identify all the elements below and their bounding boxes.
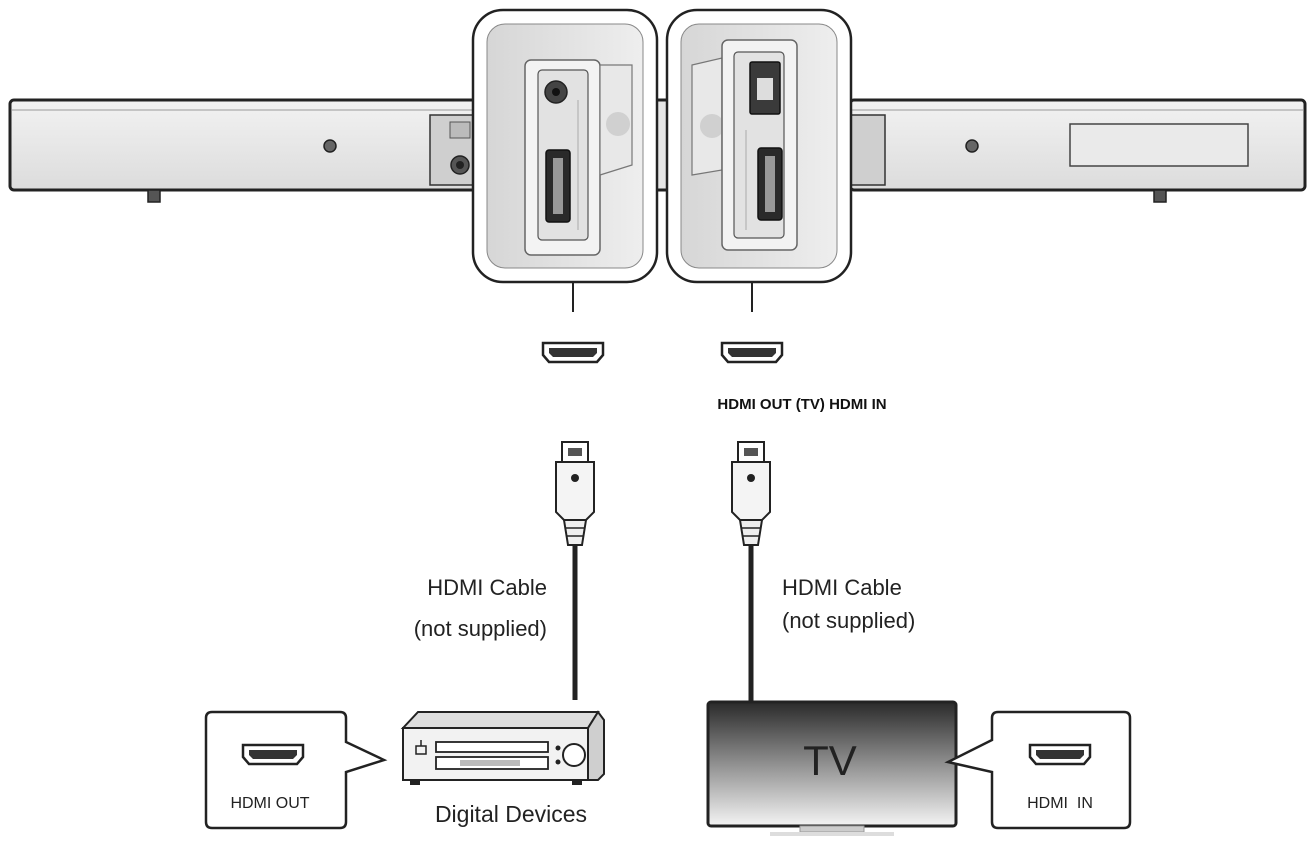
hdmi-socket-icon [541,341,605,364]
hdmi-socket-icon [720,341,784,364]
zoom-bubble-right [665,8,853,284]
hdmi-out-tv-label: HDMI OUT (TV) HDMI IN [717,396,886,413]
soundbar [8,98,1307,203]
cable-left-label-line2: (not supplied) [414,616,547,641]
tv-label: TV [803,737,857,784]
display-window [1069,123,1249,167]
cable-right-label-line2: (not supplied) [782,608,915,633]
hdmi-cable-plug-left [555,441,595,546]
hdmi-cable-plug-right [731,441,771,546]
hdmi-socket-icon [1028,743,1092,766]
screw-icon [323,139,337,153]
knob-icon [562,743,586,767]
zoom-bubble-left [471,8,659,284]
cable-left-label-line1: HDMI Cable [427,575,547,600]
screw-icon [965,139,979,153]
digital-devices-label: Digital Devices [435,801,587,827]
callout-hdmi-in-label: HDMI IN [1027,795,1093,812]
hdmi-socket-icon [241,743,305,766]
callout-hdmi-out [204,710,388,830]
callout-hdmi-in [944,710,1132,830]
digital-device-player [400,710,605,785]
soundbar-left-body [8,98,482,192]
callout-hdmi-out-label: HDMI OUT [230,795,309,812]
cable-right-label-line1: HDMI Cable [782,575,902,600]
